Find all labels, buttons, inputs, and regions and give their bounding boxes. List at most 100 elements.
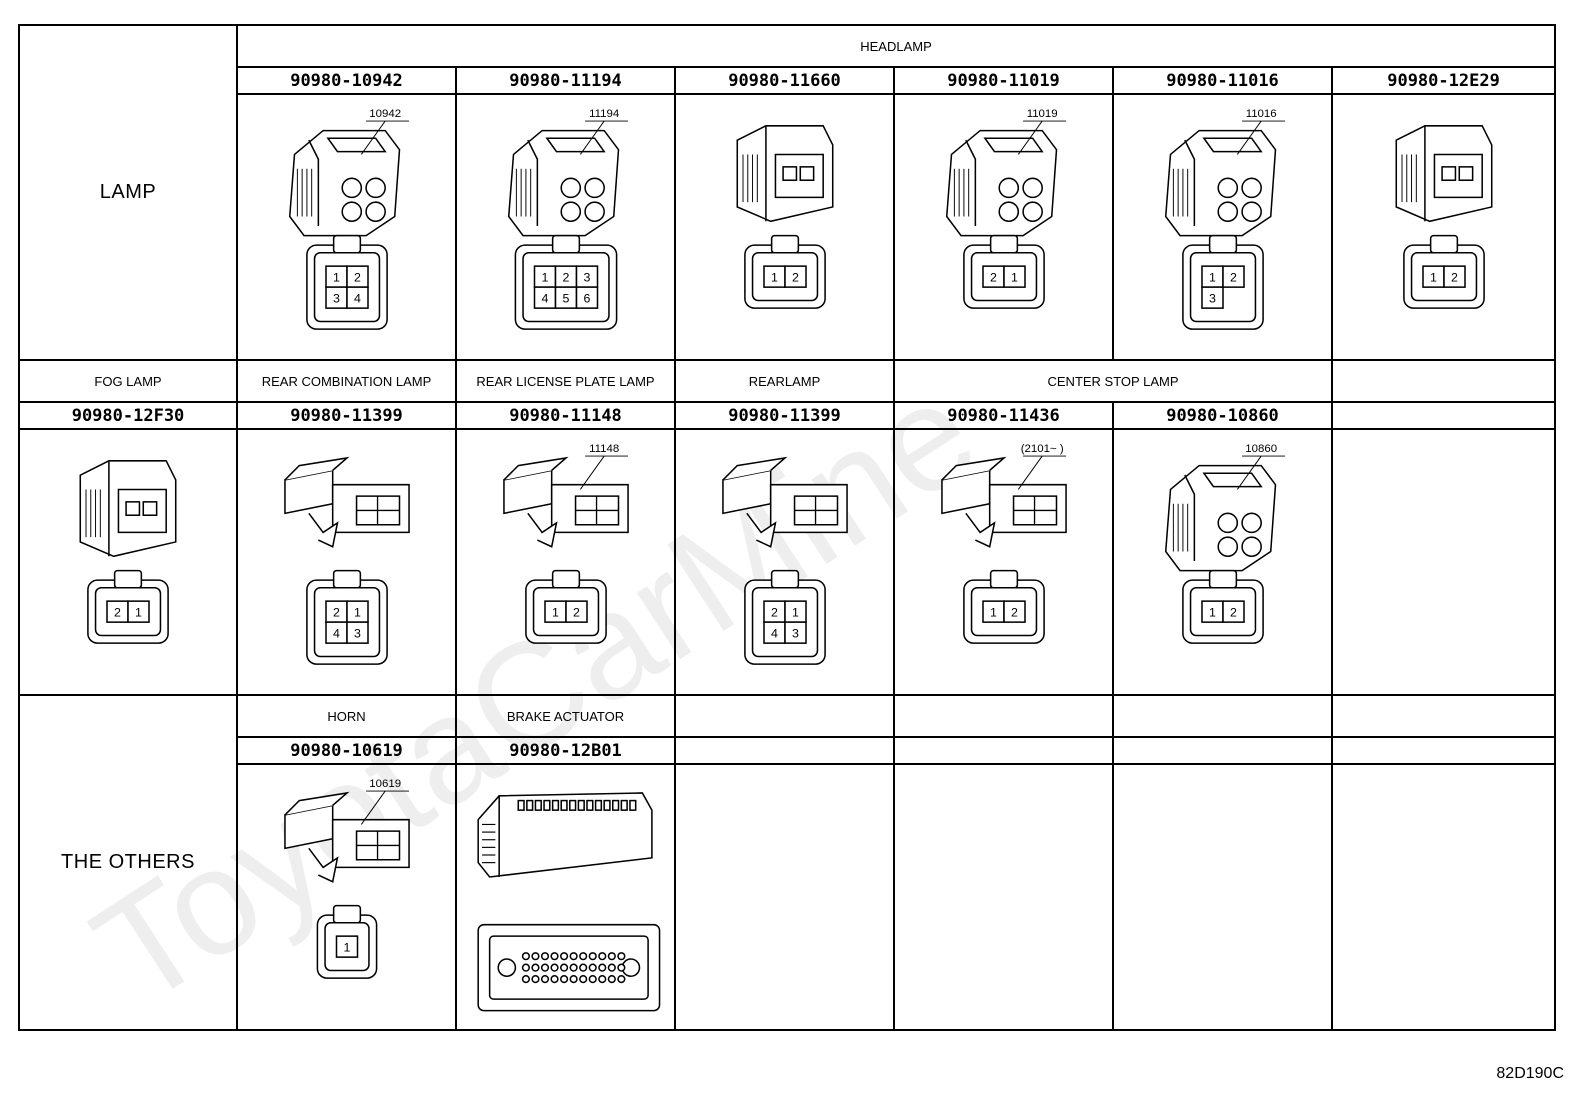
section-fog-lamp: FOG LAMP xyxy=(18,359,238,403)
pin-number: 1 xyxy=(333,270,340,284)
callout-label: 11019 xyxy=(1026,108,1057,120)
empty-cell xyxy=(1112,694,1333,738)
part-number: 90980-12F30 xyxy=(18,401,238,430)
pin-number: 5 xyxy=(562,291,569,305)
section-headlamp: HEADLAMP xyxy=(235,24,1557,68)
pin-number: 3 xyxy=(1209,291,1216,305)
connector-housing-drawing xyxy=(1164,464,1276,572)
pin-number: 2 xyxy=(1451,270,1458,284)
callout-label: 11194 xyxy=(589,108,620,120)
section-rearlamp: REARLAMP xyxy=(674,359,895,403)
empty-cell xyxy=(893,736,1114,765)
callout-label: 10860 xyxy=(1245,443,1277,455)
connector-housing-drawing xyxy=(79,460,177,558)
pin-number: 2 xyxy=(573,605,580,619)
section-brake-actuator: BRAKE ACTUATOR xyxy=(455,694,676,738)
pin-number: 2 xyxy=(114,605,121,619)
connector-housing-drawing xyxy=(721,456,848,548)
connector-housing-drawing xyxy=(288,129,400,237)
pin-number: 2 xyxy=(562,270,569,284)
connector-housing-drawing xyxy=(283,791,410,883)
terminal-face-drawing xyxy=(476,923,660,1012)
callout-label: 11148 xyxy=(589,443,619,455)
part-number: 90980-10860 xyxy=(1112,401,1333,430)
empty-cell xyxy=(1330,694,1557,738)
pin-number: 1 xyxy=(1430,270,1437,284)
connector-housing-drawing xyxy=(507,129,619,237)
category-lamp: LAMP xyxy=(18,24,238,361)
empty-cell xyxy=(674,763,895,1031)
empty-cell xyxy=(1112,736,1333,765)
empty-cell xyxy=(1330,428,1557,696)
connector-housing-drawing xyxy=(476,792,653,878)
pin-number: 6 xyxy=(583,291,590,305)
pin-number: 3 xyxy=(354,626,361,640)
pin-number: 3 xyxy=(792,626,799,640)
part-number: 90980-12E29 xyxy=(1330,66,1557,95)
pin-number: 2 xyxy=(354,270,361,284)
pin-number: 2 xyxy=(333,605,340,619)
part-number: 90980-11399 xyxy=(674,401,895,430)
empty-cell xyxy=(893,694,1114,738)
empty-cell xyxy=(1330,763,1557,1031)
pin-number: 1 xyxy=(343,940,350,954)
connector-housing-drawing xyxy=(283,456,410,548)
pin-number: 3 xyxy=(333,291,340,305)
section-rear-license-plate-lamp: REAR LICENSE PLATE LAMP xyxy=(455,359,676,403)
pin-number: 1 xyxy=(1209,605,1216,619)
pin-number: 4 xyxy=(333,626,340,640)
pin-number: 1 xyxy=(541,270,548,284)
pin-number: 1 xyxy=(1209,270,1216,284)
part-number: 90980-11436 xyxy=(893,401,1114,430)
pin-number: 1 xyxy=(792,605,799,619)
pin-number: 3 xyxy=(583,270,590,284)
connector-diagram xyxy=(476,792,660,1012)
part-number: 90980-11399 xyxy=(236,401,457,430)
pin-number: 4 xyxy=(354,291,361,305)
pin-number: 1 xyxy=(771,270,778,284)
connector-housing-drawing xyxy=(736,125,833,223)
empty-cell xyxy=(1330,736,1557,765)
pin-number: 4 xyxy=(771,626,778,640)
connector-housing-drawing xyxy=(1164,129,1276,237)
pin-number: 2 xyxy=(792,270,799,284)
connector-housing-drawing xyxy=(940,456,1067,548)
empty-cell xyxy=(893,763,1114,1031)
callout-label: 10619 xyxy=(369,778,401,790)
part-number: 90980-10619 xyxy=(236,736,457,765)
part-number: 90980-11016 xyxy=(1112,66,1333,95)
section-horn: HORN xyxy=(236,694,457,738)
pin-number: 1 xyxy=(135,605,142,619)
empty-cell xyxy=(674,736,895,765)
category-the-others: THE OTHERS xyxy=(18,694,238,1031)
pin-number: 2 xyxy=(990,270,997,284)
pin-number: 1 xyxy=(552,605,559,619)
